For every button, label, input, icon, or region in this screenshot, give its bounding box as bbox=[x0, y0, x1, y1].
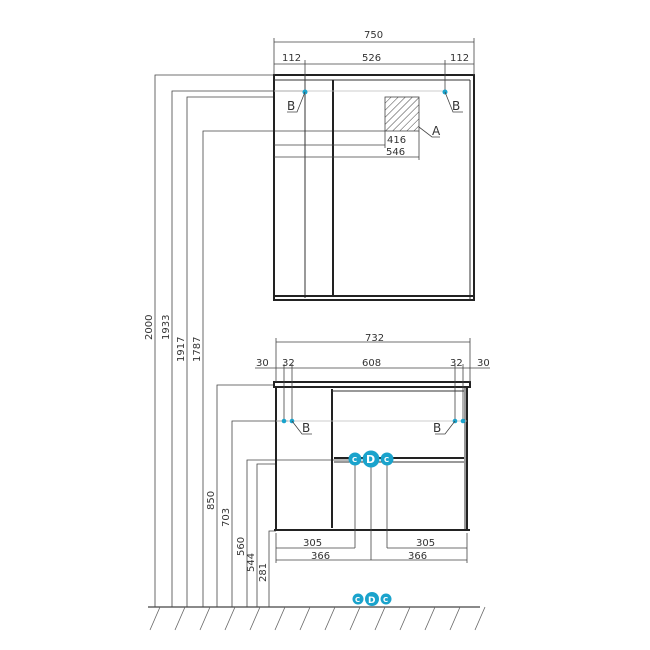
mirror-right-offset: 112 bbox=[450, 53, 469, 64]
left-inner-305: 305 bbox=[303, 538, 322, 549]
mirror: 750 112 526 112 416 546 A B B bbox=[273, 30, 475, 301]
height-544: 544 bbox=[246, 553, 257, 572]
mirror-marker-b-left: B bbox=[287, 99, 295, 113]
floor-marker-d: D bbox=[368, 596, 375, 606]
cabinet-right-overhang: 30 bbox=[477, 358, 490, 369]
height-1787: 1787 bbox=[192, 337, 203, 362]
cabinet-center: 608 bbox=[362, 358, 381, 369]
mirror-width: 750 bbox=[364, 30, 383, 41]
hatch-width-416: 416 bbox=[387, 135, 406, 146]
marker-d: D bbox=[366, 453, 375, 466]
marker-c-right: C bbox=[384, 456, 389, 464]
floor-connection-markers: C D C bbox=[352, 592, 392, 606]
height-703: 703 bbox=[221, 508, 232, 527]
floor bbox=[148, 606, 486, 631]
height-281: 281 bbox=[258, 563, 269, 582]
mirror-marker-b-right: B bbox=[452, 99, 460, 113]
height-1917: 1917 bbox=[176, 337, 187, 362]
mirror-center: 526 bbox=[362, 53, 381, 64]
height-1933: 1933 bbox=[161, 315, 172, 340]
cabinet-width: 732 bbox=[365, 333, 384, 344]
right-inner-305: 305 bbox=[416, 538, 435, 549]
cabinet-marker-b-left: B bbox=[302, 421, 310, 435]
height-2000: 2000 bbox=[144, 315, 155, 340]
cabinet-right-inset: 32 bbox=[450, 358, 463, 369]
cabinet-left-inset: 32 bbox=[282, 358, 295, 369]
marker-a: A bbox=[432, 124, 441, 138]
left-outer-366: 366 bbox=[311, 551, 330, 562]
height-850: 850 bbox=[206, 491, 217, 510]
mirror-left-offset: 112 bbox=[282, 53, 301, 64]
marker-c-left: C bbox=[352, 456, 357, 464]
right-outer-366: 366 bbox=[408, 551, 427, 562]
floor-marker-c-right: C bbox=[383, 596, 388, 604]
cabinet-left-overhang: 30 bbox=[256, 358, 269, 369]
vanity-cabinet: 732 30 32 608 32 30 B B 305 305 366 366 … bbox=[255, 333, 490, 563]
floor-marker-c-left: C bbox=[355, 596, 360, 604]
hatch-width-546: 546 bbox=[386, 147, 405, 158]
connection-markers: C D C bbox=[348, 450, 394, 468]
height-dimensions: 2000 1933 1917 1787 850 703 560 544 281 bbox=[144, 74, 385, 607]
cabinet-marker-b-right: B bbox=[433, 421, 441, 435]
hatched-zone-a bbox=[384, 96, 420, 132]
height-560: 560 bbox=[236, 537, 247, 556]
